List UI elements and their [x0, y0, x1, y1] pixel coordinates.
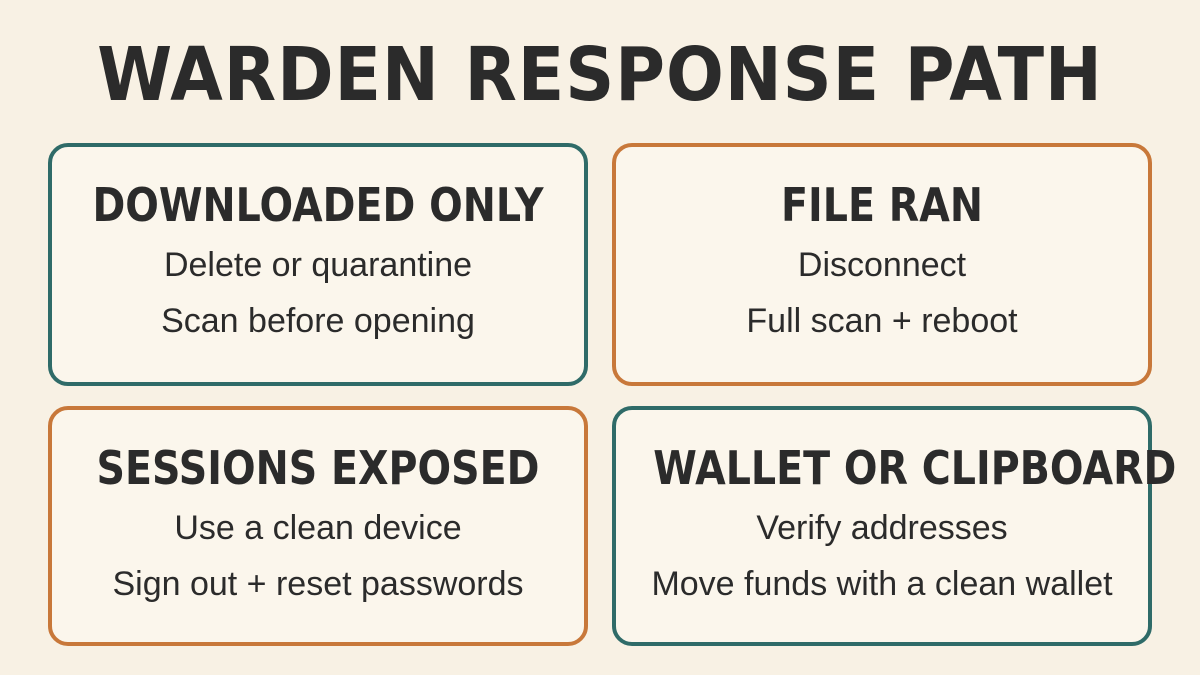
card-heading: SESSIONS EXPOSED [96, 441, 540, 495]
card-heading: DOWNLOADED ONLY [92, 178, 544, 232]
card-step: Verify addresses [756, 509, 1008, 547]
card-file-ran: FILE RAN Disconnect Full scan + reboot [612, 143, 1152, 386]
card-step: Scan before opening [161, 302, 475, 340]
card-sessions-exposed: SESSIONS EXPOSED Use a clean device Sign… [48, 406, 588, 646]
card-wallet-or-clipboard: WALLET OR CLIPBOARD Verify addresses Mov… [612, 406, 1177, 646]
page-title: WARDEN RESPONSE PATH [97, 32, 1103, 118]
card-step: Move funds with a clean wallet [651, 565, 1113, 603]
card-heading: FILE RAN [781, 178, 983, 232]
card-step: Full scan + reboot [746, 302, 1018, 340]
card-step: Delete or quarantine [163, 246, 473, 284]
card-downloaded-only: DOWNLOADED ONLY Delete or quarantine Sca… [48, 143, 588, 386]
card-step: Sign out + reset passwords [112, 565, 524, 603]
card-step: Disconnect [797, 246, 967, 284]
card-step: Use a clean device [174, 509, 462, 547]
card-heading: WALLET OR CLIPBOARD [653, 441, 1177, 495]
